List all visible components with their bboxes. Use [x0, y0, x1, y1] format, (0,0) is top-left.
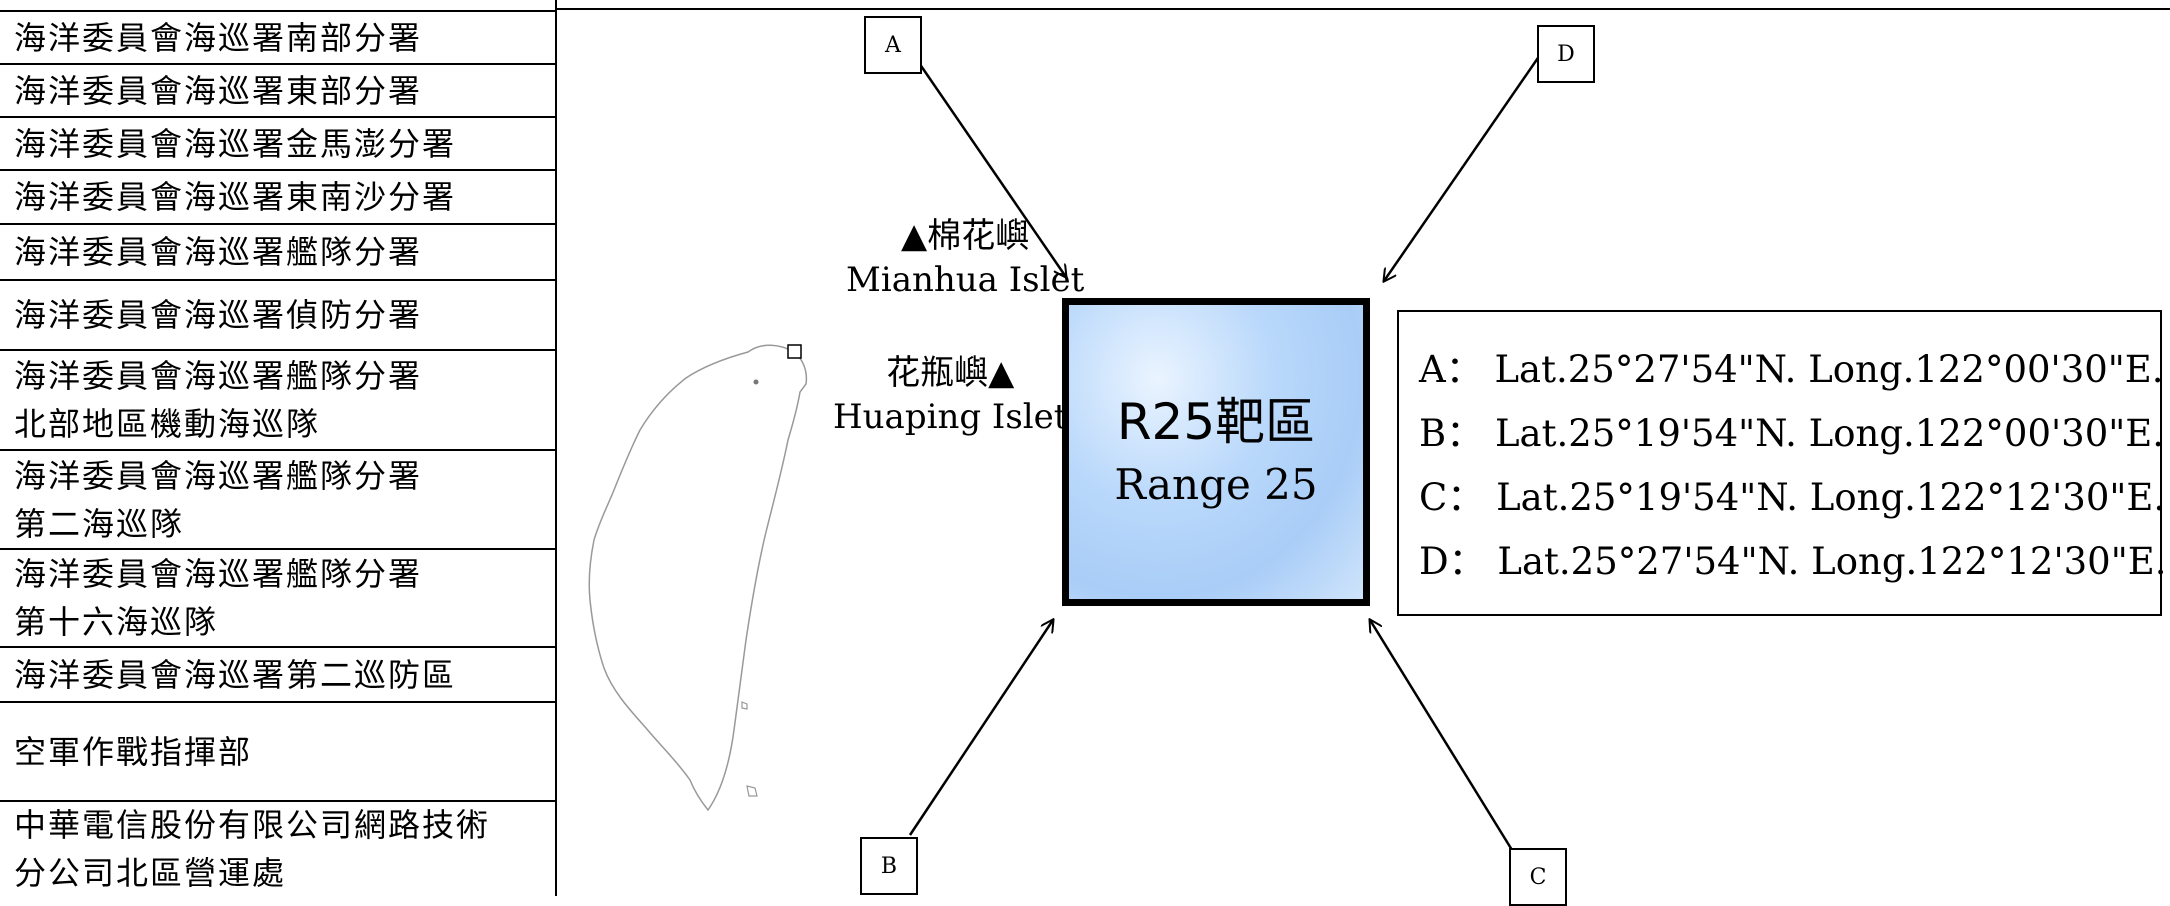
huaping-en: Huaping Islet — [833, 397, 1068, 437]
agency-line: 海洋委員會海巡署金馬澎分署 — [14, 124, 457, 163]
range-25-area: R25靶區 Range 25 — [1062, 298, 1370, 606]
coordinates-box: A： Lat.25°27'54"N. Long.122°00'30"E. B： … — [1397, 310, 2167, 616]
table-row: 海洋委員會海巡署偵防分署 — [0, 281, 555, 351]
agency-table: 海洋委員會海巡署南部分署 海洋委員會海巡署東部分署 海洋委員會海巡署金馬澎分署 … — [0, 0, 557, 896]
agency-line: 海洋委員會海巡署艦隊分署 — [14, 555, 423, 593]
green-island-shape — [741, 701, 748, 710]
table-row: 海洋委員會海巡署南部分署 — [0, 12, 555, 65]
agency-line: 中華電信股份有限公司網路技術 — [14, 806, 491, 844]
mianhua-islet-label: ▲棉花嶼 Mianhua Islet — [846, 214, 1084, 302]
corner-label-d: D — [1537, 25, 1595, 83]
agency-line: 海洋委員會海巡署艦隊分署 — [14, 357, 423, 395]
range-location-marker — [787, 344, 802, 359]
huaping-zh: 花瓶嶼▲ — [886, 353, 1015, 393]
agency-line: 分公司北區營運處 — [14, 854, 287, 892]
range-label-zh: R25靶區 — [1116, 393, 1316, 451]
agency-line: 海洋委員會海巡署艦隊分署 — [14, 456, 423, 495]
agency-line: 北部地區機動海巡隊 — [14, 405, 321, 443]
corner-letter: B — [880, 853, 898, 879]
corner-label-b: B — [860, 837, 918, 895]
arrow-d — [1384, 54, 1542, 281]
agency-line: 海洋委員會海巡署艦隊分署 — [14, 233, 423, 271]
agency-line: 第十六海巡隊 — [14, 603, 219, 641]
agency-line: 海洋委員會海巡署南部分署 — [14, 18, 423, 57]
city-dot — [753, 379, 759, 385]
table-row: 中華電信股份有限公司網路技術分公司北區營運處 — [0, 802, 555, 896]
table-row: 海洋委員會海巡署金馬澎分署 — [0, 118, 555, 171]
agency-line: 海洋委員會海巡署偵防分署 — [14, 296, 423, 334]
coordinate-line: D： Lat.25°27'54"N. Long.122°12'30"E. — [1419, 540, 2167, 583]
arrow-a — [915, 59, 1066, 277]
table-row: 海洋委員會海巡署東部分署 — [0, 65, 555, 118]
coordinate-line: C： Lat.25°19'54"N. Long.122°12'30"E. — [1419, 476, 2166, 519]
table-row: 海洋委員會海巡署第二巡防區 — [0, 648, 555, 703]
table-row: 海洋委員會海巡署東南沙分署 — [0, 171, 555, 225]
taiwan-map-outline — [588, 344, 808, 812]
table-row — [0, 0, 555, 12]
range-label-en: Range 25 — [1114, 460, 1318, 509]
table-row: 空軍作戰指揮部 — [0, 703, 555, 802]
corner-letter: A — [885, 32, 901, 58]
table-row: 海洋委員會海巡署艦隊分署 — [0, 225, 555, 281]
corner-letter: D — [1557, 41, 1575, 67]
agency-line: 第二海巡隊 — [14, 504, 185, 543]
agency-line: 海洋委員會海巡署東南沙分署 — [14, 178, 457, 216]
table-row: 海洋委員會海巡署艦隊分署北部地區機動海巡隊 — [0, 351, 555, 451]
corner-letter: C — [1529, 864, 1547, 890]
mianhua-en: Mianhua Islet — [846, 260, 1085, 300]
huaping-islet-label: 花瓶嶼▲ Huaping Islet — [833, 351, 1067, 439]
coordinate-line: B： Lat.25°19'54"N. Long.122°00'30"E. — [1419, 412, 2165, 455]
arrow-b — [908, 620, 1053, 836]
mianhua-zh: ▲棉花嶼 — [901, 216, 1030, 256]
top-rule — [555, 8, 2170, 10]
agency-line: 海洋委員會海巡署東部分署 — [14, 71, 423, 110]
agency-line: 海洋委員會海巡署第二巡防區 — [14, 655, 457, 694]
corner-label-c: C — [1509, 848, 1567, 906]
table-row: 海洋委員會海巡署艦隊分署第十六海巡隊 — [0, 550, 555, 648]
orchid-island-shape — [746, 785, 758, 797]
agency-line: 空軍作戰指揮部 — [14, 732, 253, 771]
arrow-c — [1370, 620, 1514, 851]
corner-label-a: A — [864, 16, 922, 74]
coordinate-line: A： Lat.25°27'54"N. Long.122°00'30"E. — [1419, 348, 2164, 391]
table-row: 海洋委員會海巡署艦隊分署第二海巡隊 — [0, 451, 555, 550]
